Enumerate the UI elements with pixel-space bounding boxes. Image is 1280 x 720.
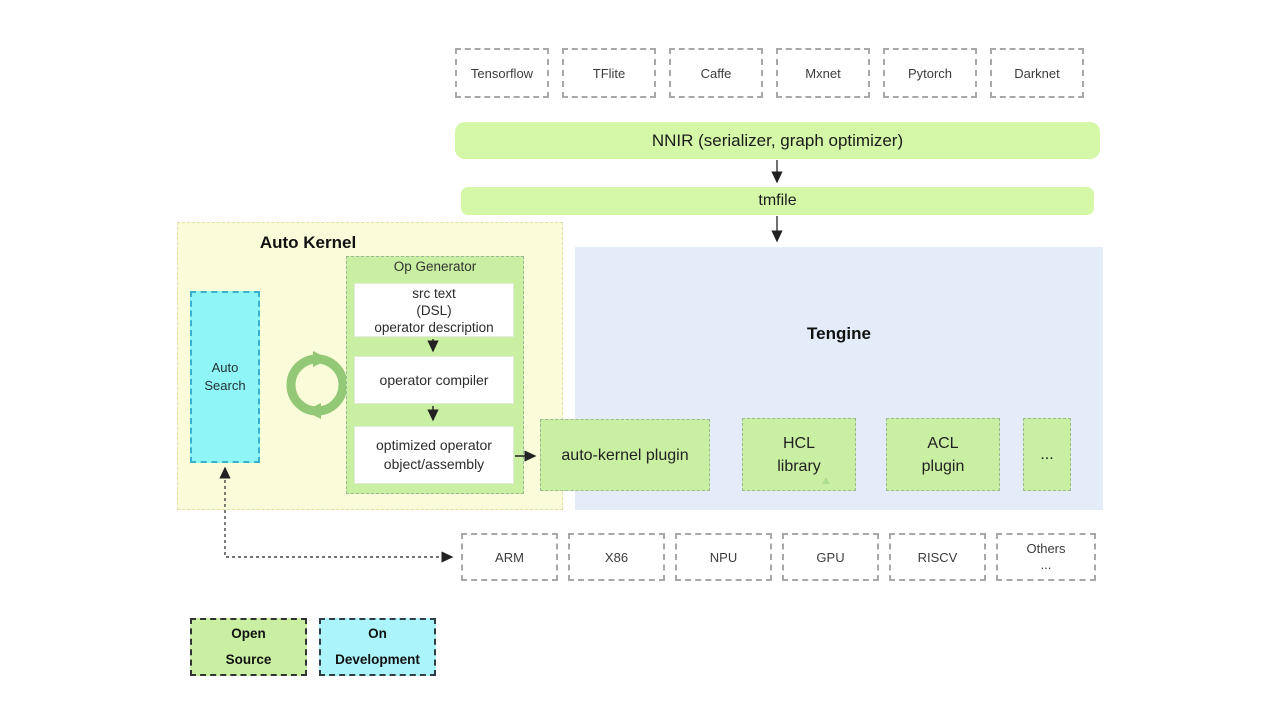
- auto-search-box: Auto Search: [190, 291, 260, 463]
- hardware-box-others: Others ...: [996, 533, 1096, 581]
- auto-kernel-title: Auto Kernel: [259, 233, 357, 252]
- hardware-box-npu: NPU: [675, 533, 772, 581]
- acl-plugin-box: ACL plugin: [886, 418, 1000, 491]
- auto-kernel-plugin-box: auto-kernel plugin: [540, 419, 710, 491]
- hardware-box-riscv: RISCV: [889, 533, 986, 581]
- hcl-library-box: HCL library: [742, 418, 856, 491]
- legend-on-development: On Development: [319, 618, 436, 676]
- framework-box-mxnet: Mxnet: [776, 48, 870, 98]
- more-plugins-box: ...: [1023, 418, 1071, 491]
- legend-open-source: Open Source: [190, 618, 307, 676]
- nnir-bar: NNIR (serializer, graph optimizer): [455, 122, 1100, 159]
- hardware-box-arm: ARM: [461, 533, 558, 581]
- framework-box-caffe: Caffe: [669, 48, 763, 98]
- framework-box-pytorch: Pytorch: [883, 48, 977, 98]
- hardware-box-gpu: GPU: [782, 533, 879, 581]
- step-operator-compiler: operator compiler: [354, 356, 514, 404]
- framework-box-tflite: TFlite: [562, 48, 656, 98]
- step-src-text: src text (DSL) operator description: [354, 283, 514, 337]
- op-generator-title: Op Generator: [393, 259, 477, 274]
- tmfile-bar: tmfile: [461, 187, 1094, 215]
- hardware-box-x86: X86: [568, 533, 665, 581]
- framework-box-tensorflow: Tensorflow: [455, 48, 549, 98]
- step-optimized-operator: optimized operator object/assembly: [354, 426, 514, 484]
- framework-box-darknet: Darknet: [990, 48, 1084, 98]
- cycle-icon: [286, 351, 348, 419]
- tengine-title: Tengine: [807, 324, 871, 343]
